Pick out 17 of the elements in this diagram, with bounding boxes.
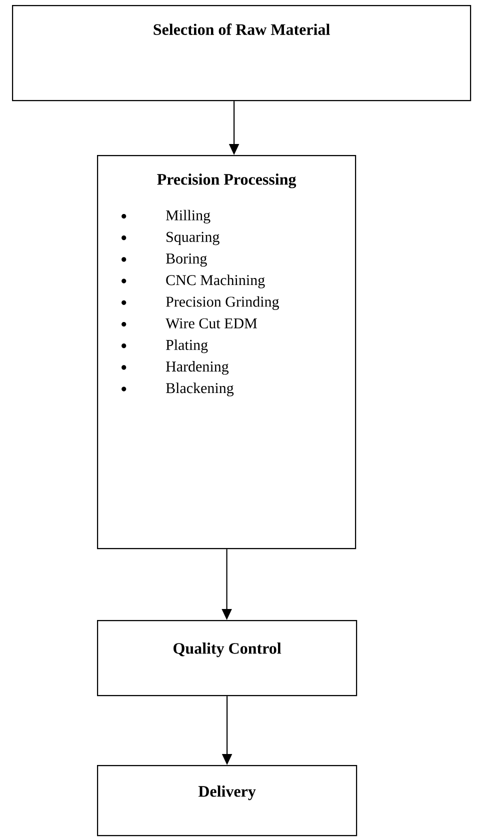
- process-box: [12, 5, 472, 102]
- process-box: [97, 765, 358, 836]
- heading: Delivery: [198, 786, 256, 800]
- bullet-item: Squaring: [122, 232, 220, 246]
- heading: Precision Processing: [157, 174, 296, 188]
- bullet-item: Hardening: [122, 361, 229, 375]
- bullet-item: Precision Grinding: [122, 296, 279, 310]
- heading: Selection of Raw Material: [154, 24, 330, 35]
- heading: Quality Control: [174, 642, 282, 658]
- bullet-item: Milling: [122, 210, 210, 224]
- process-box: [97, 155, 356, 550]
- bullet-item: Boring: [122, 254, 207, 267]
- bullet-item: Wire Cut EDM: [122, 318, 257, 328]
- bullet-item: CNC Machining: [122, 274, 265, 288]
- bullet-item: Plating: [122, 339, 208, 354]
- bullet-item: Blackening: [122, 382, 234, 396]
- process-box: [97, 620, 358, 696]
